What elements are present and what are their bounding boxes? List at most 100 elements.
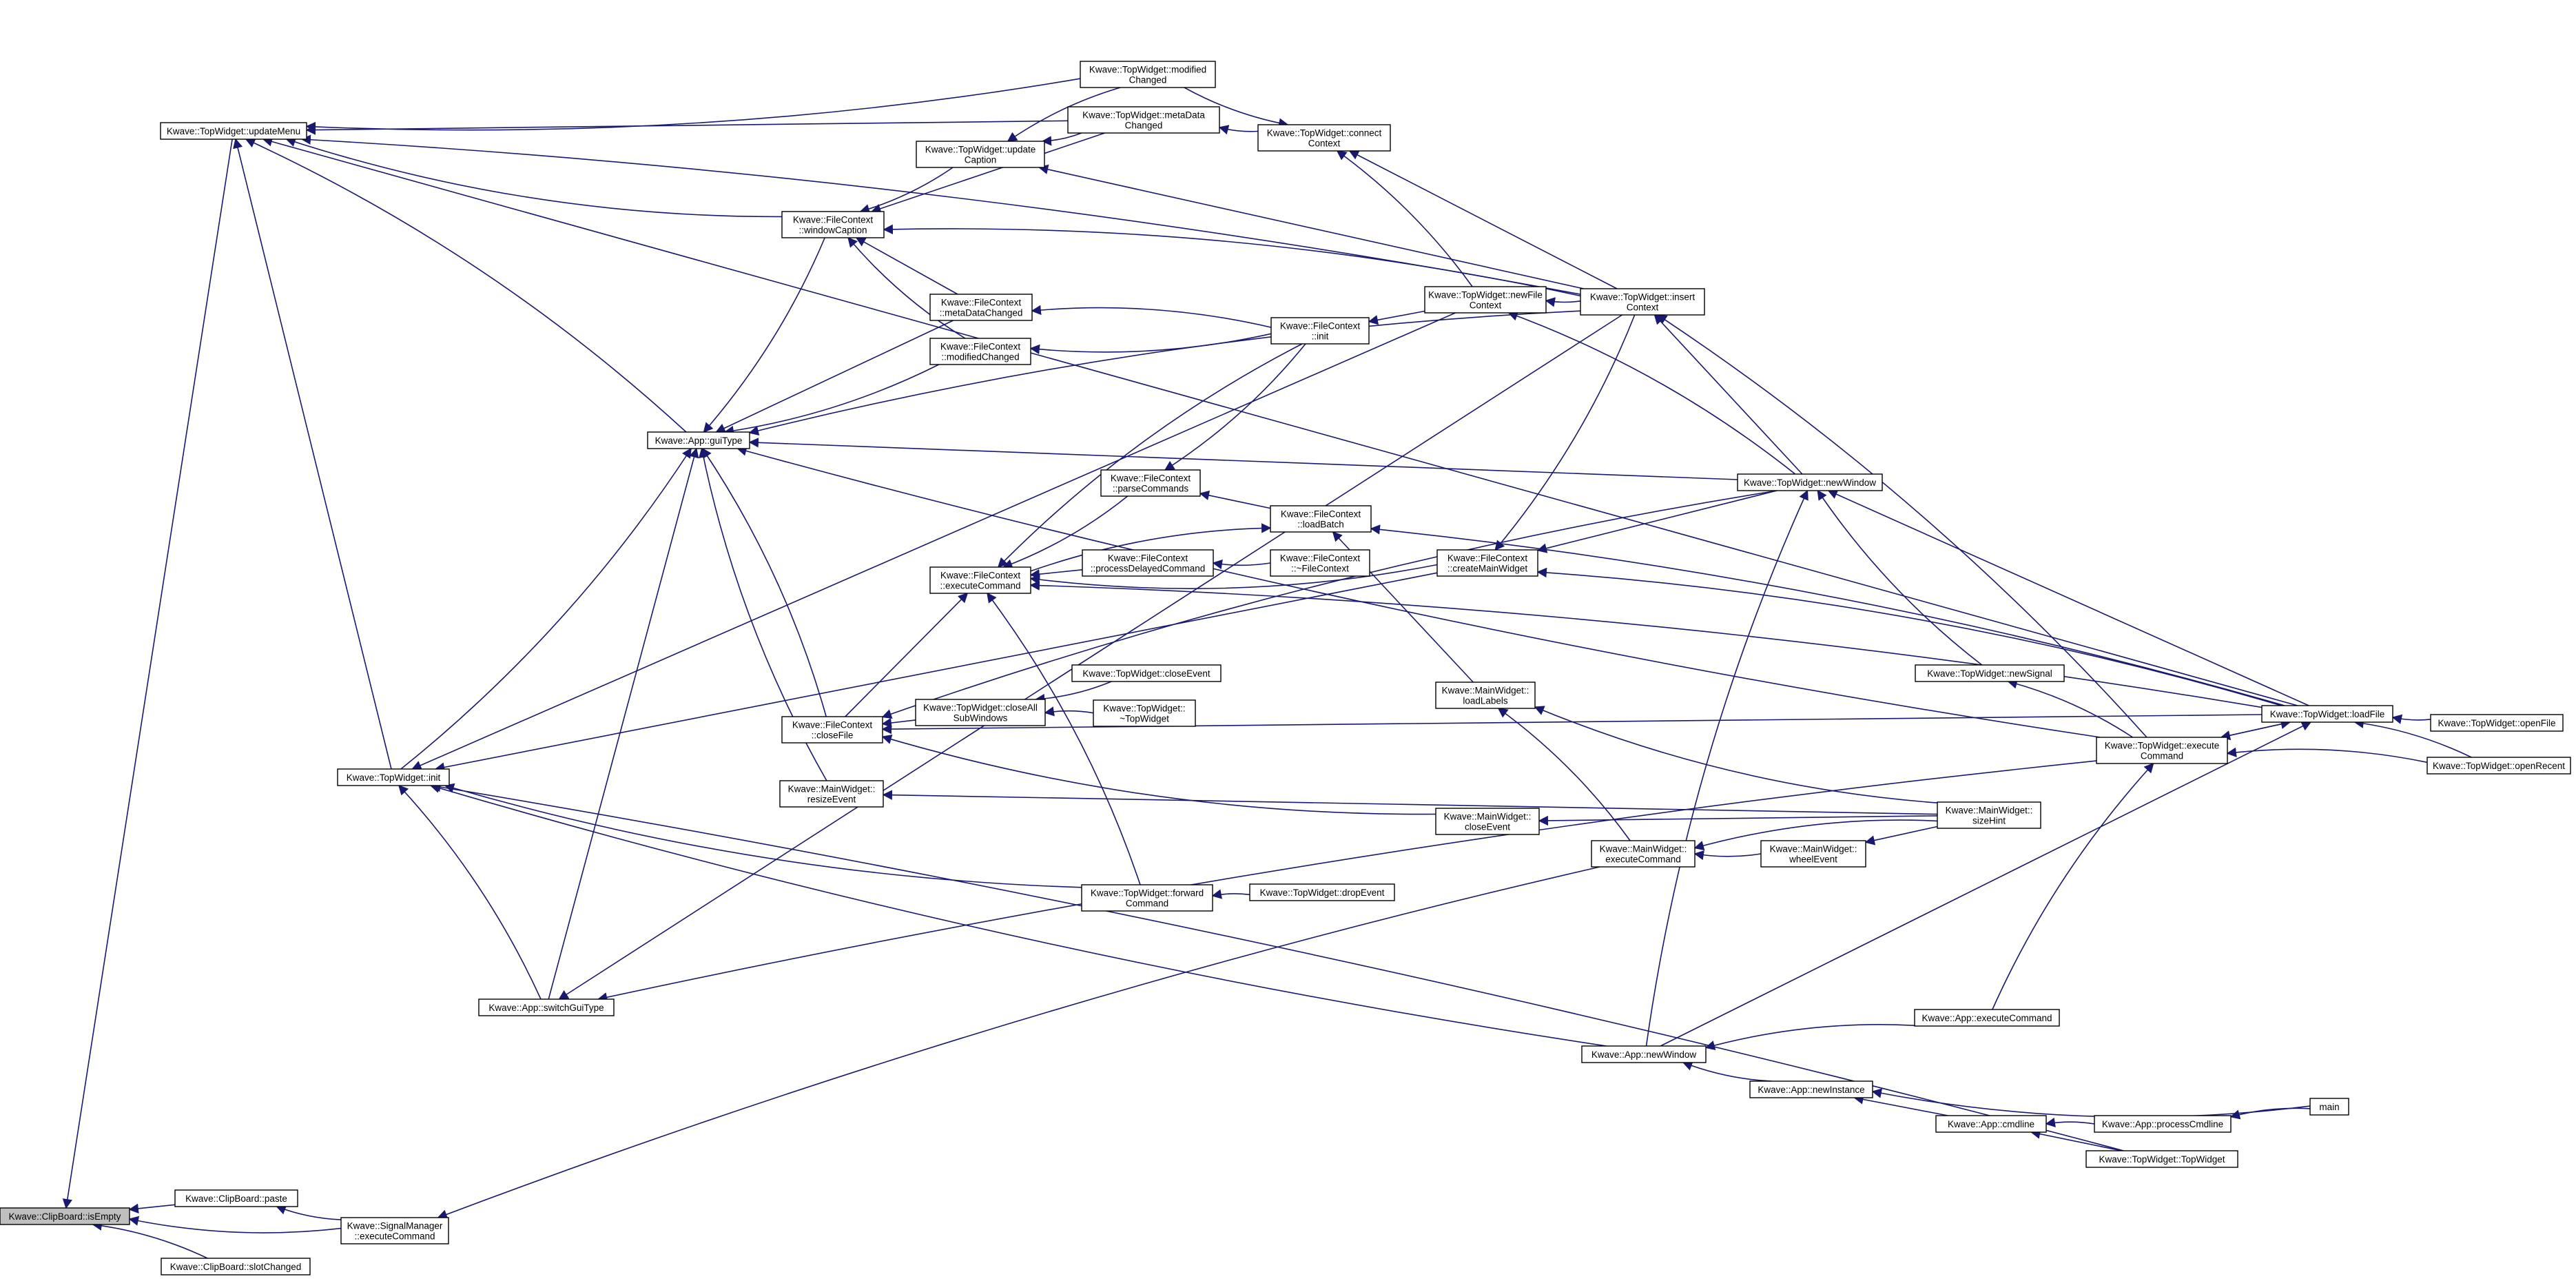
node-mwCloseEvent[interactable]: Kwave::MainWidget::closeEvent xyxy=(1435,808,1540,835)
node-fcModifiedChanged[interactable]: Kwave::FileContext::modifiedChanged xyxy=(929,338,1031,365)
node-label: Context xyxy=(1308,139,1341,149)
edge-fcWindowCaption-to-guiType xyxy=(703,237,825,433)
edge-twNewWindow-to-fcCreateMainWidget xyxy=(1536,490,1778,553)
node-label: Changed xyxy=(1125,121,1163,131)
node-label: Kwave::MainWidget:: xyxy=(1946,806,2033,816)
node-box xyxy=(2309,1098,2349,1116)
node-isEmpty[interactable]: Kwave::ClipBoard::isEmpty xyxy=(0,1207,130,1225)
node-label: Kwave::App::processCmdline xyxy=(2102,1119,2223,1129)
node-signalMgrExec[interactable]: Kwave::SignalManager::executeCommand xyxy=(340,1217,449,1244)
node-box xyxy=(779,780,884,808)
node-mwLoadLabels[interactable]: Kwave::MainWidget::loadLabels xyxy=(1435,682,1536,709)
node-label: main xyxy=(2319,1102,2339,1112)
edge-fcLoadBatch-to-fcParseCommands xyxy=(1199,490,1271,509)
node-slotChanged[interactable]: Kwave::ClipBoard::slotChanged xyxy=(161,1258,311,1275)
node-mwResizeEvent[interactable]: Kwave::MainWidget::resizeEvent xyxy=(779,780,884,808)
node-fcCreateMainWidget[interactable]: Kwave::FileContext::createMainWidget xyxy=(1436,549,1538,577)
node-label: Kwave::TopWidget::init xyxy=(347,772,441,783)
node-twModifiedChanged[interactable]: Kwave::TopWidget::modifiedChanged xyxy=(1080,61,1216,88)
edge-signalMgrExec-to-isEmpty xyxy=(128,1216,342,1233)
node-twOpenRecent[interactable]: Kwave::TopWidget::openRecent xyxy=(2426,757,2571,775)
node-switchGuiType[interactable]: Kwave::App::switchGuiType xyxy=(478,998,615,1016)
node-guiType[interactable]: Kwave::App::guiType xyxy=(647,431,750,449)
edge-fcModifiedChanged-to-fcWindowCaption xyxy=(847,236,966,339)
node-twMetaDataChanged[interactable]: Kwave::TopWidget::metaDataChanged xyxy=(1067,106,1220,134)
node-label: ::init xyxy=(1312,331,1329,342)
node-main[interactable]: main xyxy=(2309,1098,2349,1116)
edge-twNewSignal-to-twNewWindow xyxy=(1817,489,1983,666)
node-box xyxy=(929,338,1031,365)
edge-twDropEvent-to-twForwardCommand xyxy=(1211,889,1250,899)
edge-mwSizeHint-to-mwCloseEvent xyxy=(1538,815,1938,826)
node-box xyxy=(1581,1045,1707,1063)
node-box xyxy=(174,1189,298,1207)
node-box xyxy=(1270,505,1372,533)
node-fcMetaDataChanged[interactable]: Kwave::FileContext::metaDataChanged xyxy=(929,294,1033,321)
edge-twForwardCommand-to-fcExecuteCommand xyxy=(987,592,1141,885)
node-box xyxy=(915,699,1046,726)
node-fcExecuteCommand[interactable]: Kwave::FileContext::executeCommand xyxy=(929,566,1031,594)
node-twNewSignal[interactable]: Kwave::TopWidget::newSignal xyxy=(1915,664,2065,682)
node-mwWheelEvent[interactable]: Kwave::MainWidget::wheelEvent xyxy=(1760,840,1866,868)
edge-twCloseEvent-to-twCloseAll xyxy=(1034,681,1112,704)
node-paste[interactable]: Kwave::ClipBoard::paste xyxy=(174,1189,298,1207)
edge-twLoadFile-to-fcCreateMainWidget xyxy=(1536,567,2282,706)
node-label: Kwave::MainWidget:: xyxy=(1600,844,1687,854)
node-box xyxy=(2096,737,2228,764)
edge-twNewFileContext-to-twInit xyxy=(411,312,1456,770)
node-box xyxy=(161,1258,311,1275)
node-label: ::closeFile xyxy=(812,730,854,741)
node-fcCloseFile[interactable]: Kwave::FileContext::closeFile xyxy=(781,716,883,744)
node-twOpenFile[interactable]: Kwave::TopWidget::openFile xyxy=(2430,714,2564,732)
node-fcInit[interactable]: Kwave::FileContext::init xyxy=(1270,317,1370,345)
node-label: Kwave::TopWidget::updateMenu xyxy=(167,126,300,136)
node-twInit[interactable]: Kwave::TopWidget::init xyxy=(337,768,450,786)
edge-guiType-to-updateMenu xyxy=(245,138,687,433)
node-label: Kwave::TopWidget::update xyxy=(925,145,1036,155)
node-twDtor[interactable]: Kwave::TopWidget::~TopWidget xyxy=(1093,699,1196,727)
node-mwSizeHint[interactable]: Kwave::MainWidget::sizeHint xyxy=(1937,801,2041,829)
node-box xyxy=(2426,757,2571,775)
node-fcLoadBatch[interactable]: Kwave::FileContext::loadBatch xyxy=(1270,505,1372,533)
node-fcDtor[interactable]: Kwave::FileContext::~FileContext xyxy=(1270,549,1370,577)
node-appNewInstance[interactable]: Kwave::App::newInstance xyxy=(1749,1080,1873,1098)
node-fcProcessDelayed[interactable]: Kwave::FileContext::processDelayedComman… xyxy=(1082,549,1214,577)
node-mwExecuteCommand[interactable]: Kwave::MainWidget::executeCommand xyxy=(1591,840,1696,868)
node-updateMenu[interactable]: Kwave::TopWidget::updateMenu xyxy=(160,122,307,140)
node-twLoadFile[interactable]: Kwave::TopWidget::loadFile xyxy=(2261,705,2393,723)
node-appCmdline[interactable]: Kwave::App::cmdline xyxy=(1935,1115,2047,1133)
node-twNewWindow[interactable]: Kwave::TopWidget::newWindow xyxy=(1737,473,1883,491)
node-fcWindowCaption[interactable]: Kwave::FileContext::windowCaption xyxy=(781,211,885,238)
edge-fcExecuteCommand-to-fcLoadBatch xyxy=(1030,523,1272,572)
edge-fcDtor-to-fcProcessDelayed xyxy=(1212,559,1271,570)
node-appNewWindow[interactable]: Kwave::App::newWindow xyxy=(1581,1045,1707,1063)
edge-fcCloseFile-to-fcExecuteCommand xyxy=(845,592,969,717)
edge-fcCreateMainWidget-to-twInit xyxy=(434,572,1438,772)
node-fcParseCommands[interactable]: Kwave::FileContext::parseCommands xyxy=(1100,469,1201,497)
node-label: Kwave::FileContext xyxy=(941,298,1022,308)
node-appProcessCmdline[interactable]: Kwave::App::processCmdline xyxy=(2094,1115,2232,1133)
node-box xyxy=(0,1207,130,1225)
node-box xyxy=(929,294,1033,321)
node-label: Kwave::FileContext xyxy=(940,342,1021,352)
node-twExecuteCommand[interactable]: Kwave::TopWidget::executeCommand xyxy=(2096,737,2228,764)
node-appExecuteCommand[interactable]: Kwave::App::executeCommand xyxy=(1914,1009,2060,1027)
edge-twModifiedChanged-to-twUpdateCaption xyxy=(1007,87,1121,142)
edge-appExecuteCommand-to-appNewWindow xyxy=(1704,1024,1915,1050)
node-box xyxy=(1435,808,1540,835)
node-box xyxy=(1257,124,1391,152)
node-label: Kwave::ClipBoard::paste xyxy=(185,1193,287,1204)
node-label: Kwave::FileContext xyxy=(1111,473,1191,484)
node-twCtor[interactable]: Kwave::TopWidget::TopWidget xyxy=(2085,1150,2238,1168)
node-twDropEvent[interactable]: Kwave::TopWidget::dropEvent xyxy=(1249,883,1395,901)
node-label: Kwave::App::executeCommand xyxy=(1921,1013,2052,1023)
node-twCloseEvent[interactable]: Kwave::TopWidget::closeEvent xyxy=(1071,664,1222,682)
edge-twNewWindow-to-twNewFileContext xyxy=(1507,311,1796,475)
node-label: Kwave::MainWidget:: xyxy=(1442,686,1529,696)
